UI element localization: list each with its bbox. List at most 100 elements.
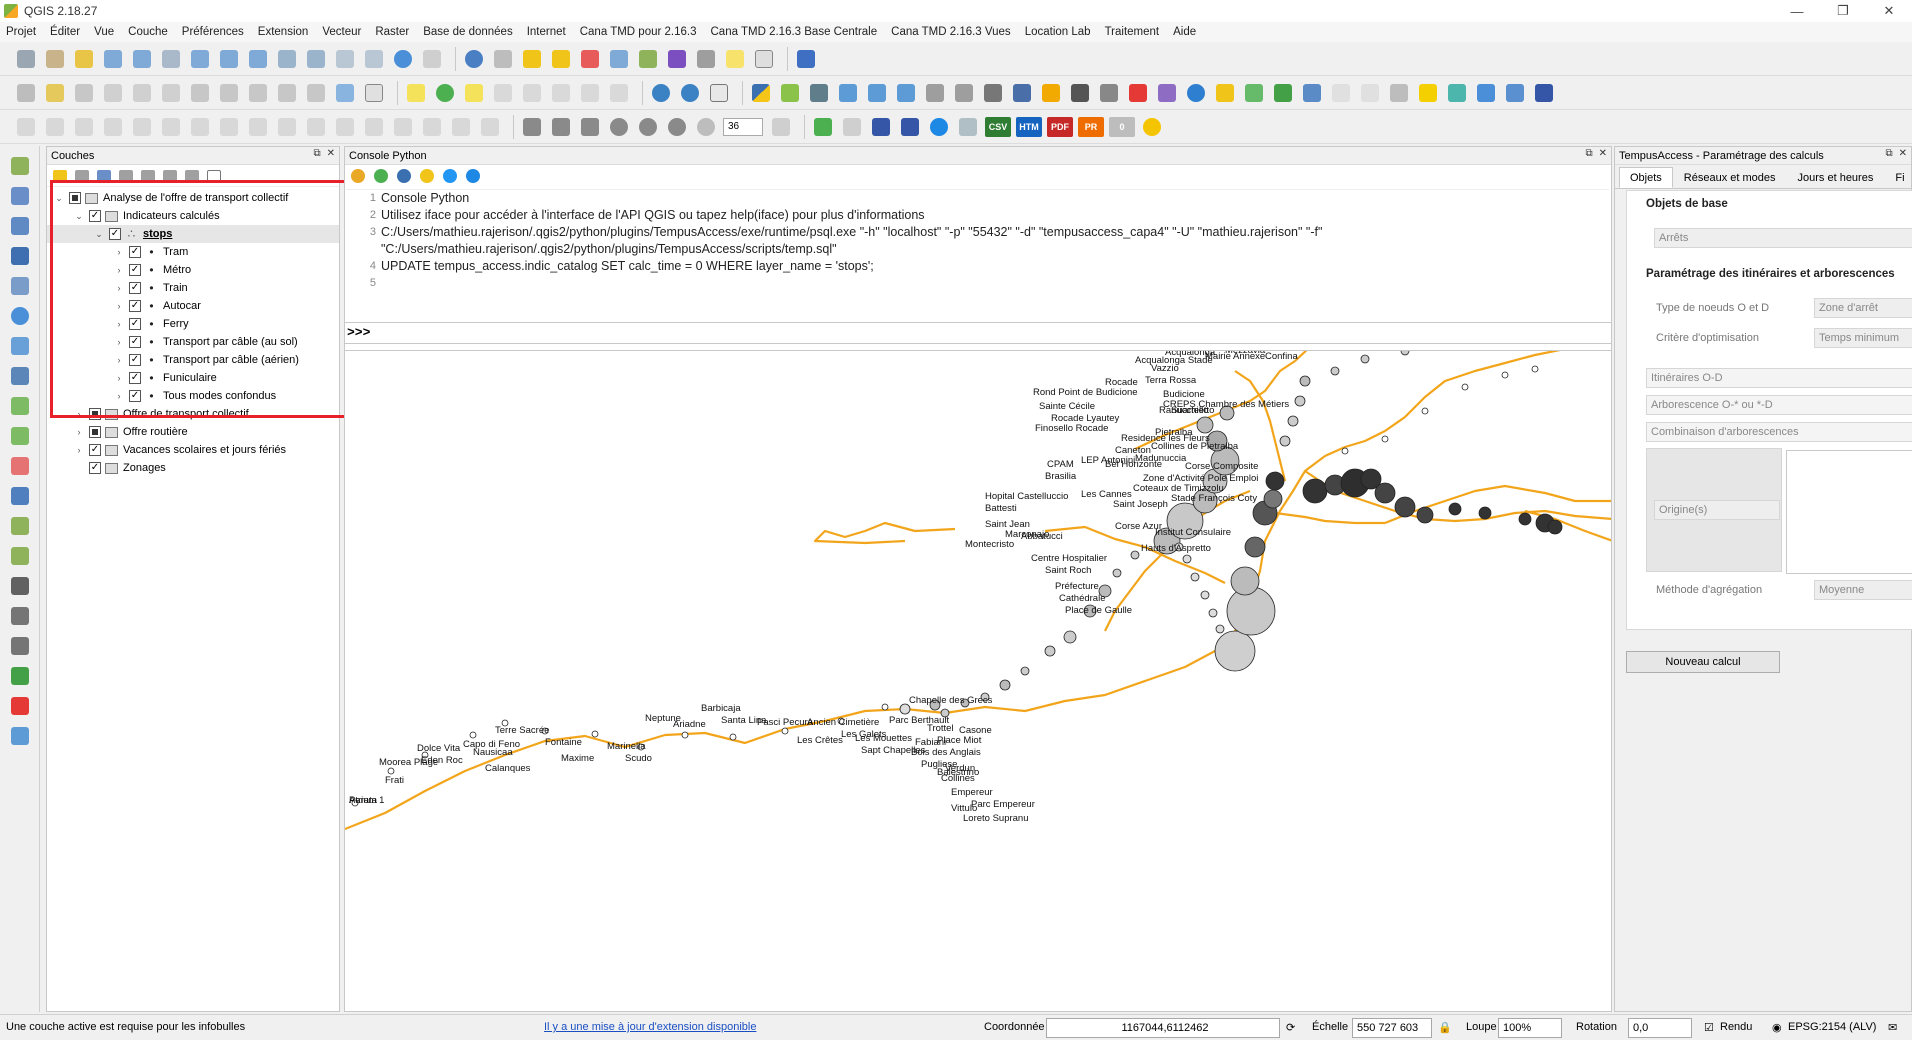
visibility-icon[interactable] <box>97 169 111 182</box>
split-features-icon[interactable] <box>362 115 386 139</box>
minimize-button[interactable]: — <box>1790 3 1804 19</box>
add-wcs-icon[interactable] <box>6 364 34 388</box>
select-blue-icon[interactable] <box>1474 81 1498 105</box>
show-bookmarks-icon[interactable] <box>362 47 386 71</box>
menu-cana-tmd-base[interactable]: Cana TMD 2.16.3 Base Centrale <box>710 26 878 38</box>
add-mssql-icon[interactable] <box>6 274 34 298</box>
menu-aide[interactable]: Aide <box>1173 26 1197 38</box>
text-annotation-icon[interactable] <box>752 47 776 71</box>
select-features-icon[interactable] <box>520 47 544 71</box>
search-globe-icon[interactable] <box>1503 81 1527 105</box>
float-tempus-icon[interactable]: ⧉ <box>1885 148 1893 159</box>
add-ring-icon[interactable] <box>159 115 183 139</box>
change-label-icon[interactable] <box>607 81 631 105</box>
tab-objets[interactable]: Objets <box>1619 167 1673 188</box>
add-spatialite-icon[interactable] <box>6 214 34 238</box>
list-itineraires-od[interactable]: Itinéraires O-D <box>1646 368 1912 388</box>
move-feature-icon[interactable] <box>130 81 154 105</box>
expand-arrow-icon[interactable]: ⌄ <box>55 192 63 203</box>
layer-checkbox[interactable]: ✓ <box>129 372 141 384</box>
layer-checkbox[interactable]: ✓ <box>129 282 141 294</box>
menu-cana-tmd[interactable]: Cana TMD pour 2.16.3 <box>579 26 697 38</box>
layers-yellow-icon[interactable] <box>1213 81 1237 105</box>
gear-blue-icon[interactable] <box>927 115 951 139</box>
open-style-icon[interactable] <box>53 169 67 182</box>
layer-tree-item[interactable]: ⌄Analyse de l'offre de transport collect… <box>47 189 339 207</box>
show-hide-labels-icon[interactable] <box>520 81 544 105</box>
merge-attributes-icon[interactable] <box>449 115 473 139</box>
delete-part-icon[interactable] <box>275 115 299 139</box>
simplify-icon[interactable] <box>130 115 154 139</box>
merge-features-icon[interactable] <box>420 115 444 139</box>
maximize-button[interactable]: ❐ <box>1837 3 1849 18</box>
import-class-icon[interactable] <box>374 169 388 183</box>
rotation-field[interactable]: 0,0 <box>1628 1018 1692 1038</box>
zoom-last-icon[interactable] <box>275 47 299 71</box>
node-tool-icon[interactable] <box>159 81 183 105</box>
field-calculator-icon[interactable] <box>636 47 660 71</box>
criteria-select[interactable]: Temps minimum <box>1814 328 1912 348</box>
pdf-export-button[interactable]: PDF <box>1047 116 1073 137</box>
add-postgis-icon[interactable] <box>6 244 34 268</box>
coordinate-field[interactable]: 1167044,6112462 <box>1046 1018 1280 1038</box>
expand-arrow-icon[interactable]: › <box>117 373 121 383</box>
layer-checkbox[interactable]: ✓ <box>89 462 101 474</box>
ad-icon[interactable] <box>6 454 34 478</box>
shape-circle-icon[interactable] <box>636 115 660 139</box>
zoom-out-icon[interactable] <box>130 47 154 71</box>
layer-tree-item[interactable]: ›✓•Métro <box>47 261 339 279</box>
origin-list[interactable] <box>1786 450 1912 574</box>
select-by-value-icon[interactable] <box>549 47 573 71</box>
add-group-icon[interactable] <box>75 169 89 182</box>
console-help-icon[interactable] <box>466 169 480 183</box>
route-icon[interactable] <box>865 81 889 105</box>
layer-tree-item[interactable]: ›✓•Train <box>47 279 339 297</box>
tab-jours-heures[interactable]: Jours et heures <box>1797 172 1874 184</box>
shape-rect-icon[interactable] <box>549 115 573 139</box>
print-layout-icon[interactable] <box>952 81 976 105</box>
layer-tree-item[interactable]: ›Offre routière <box>47 423 339 441</box>
layer-tree-item[interactable]: ›Offre de transport collectif <box>47 405 339 423</box>
binoculars-blue-icon[interactable] <box>1010 81 1034 105</box>
expand-arrow-icon[interactable]: ⌄ <box>95 228 103 239</box>
layer-checkbox[interactable]: ✓ <box>129 246 141 258</box>
pan-to-selection-icon[interactable] <box>72 47 96 71</box>
temporal-controller-icon[interactable] <box>420 47 444 71</box>
camera-layer-icon[interactable] <box>6 574 34 598</box>
gps-icon[interactable] <box>6 604 34 628</box>
menu-location-lab[interactable]: Location Lab <box>1024 26 1091 38</box>
expand-arrow-icon[interactable]: › <box>77 427 81 437</box>
network-icon[interactable] <box>1242 81 1266 105</box>
layer-checkbox[interactable]: ✓ <box>129 318 141 330</box>
delete-ring-icon[interactable] <box>246 115 270 139</box>
layer-checkbox[interactable]: ✓ <box>129 354 141 366</box>
zoom-next-icon[interactable] <box>304 47 328 71</box>
printer-layer-icon[interactable] <box>6 634 34 658</box>
deselect-icon[interactable] <box>578 47 602 71</box>
zoom-actual-size-icon[interactable] <box>159 47 183 71</box>
vertex-tool-icon[interactable] <box>14 115 38 139</box>
layer-tree-item[interactable]: ›✓•Tous modes confondus <box>47 387 339 405</box>
a-blue-icon[interactable] <box>1532 81 1556 105</box>
menu-base-de-donnees[interactable]: Base de données <box>423 26 513 38</box>
expand-arrow-icon[interactable]: › <box>117 247 121 257</box>
add-part-icon[interactable] <box>188 115 212 139</box>
layer-tree-item[interactable]: ›✓•Transport par câble (au sol) <box>47 333 339 351</box>
xy-icon[interactable] <box>362 81 386 105</box>
layer-tree-item[interactable]: ›✓•Transport par câble (aérien) <box>47 351 339 369</box>
pan-hand-icon[interactable] <box>43 47 67 71</box>
label-highlight-icon[interactable] <box>462 81 486 105</box>
console-input[interactable]: >>> <box>344 322 1612 344</box>
pin-labels-icon[interactable] <box>491 81 515 105</box>
binoculars-icon[interactable] <box>981 81 1005 105</box>
expand-arrow-icon[interactable]: › <box>117 265 121 275</box>
html-export-button[interactable]: HTM <box>1016 116 1042 137</box>
remove-layer-icon[interactable] <box>207 169 221 182</box>
layer-checkbox[interactable] <box>69 192 81 204</box>
diagram-icon[interactable] <box>433 81 457 105</box>
csv-export-button[interactable]: CSV <box>985 116 1011 137</box>
globe-icon[interactable] <box>649 81 673 105</box>
expand-arrow-icon[interactable]: › <box>117 301 121 311</box>
grid-icon[interactable] <box>894 81 918 105</box>
